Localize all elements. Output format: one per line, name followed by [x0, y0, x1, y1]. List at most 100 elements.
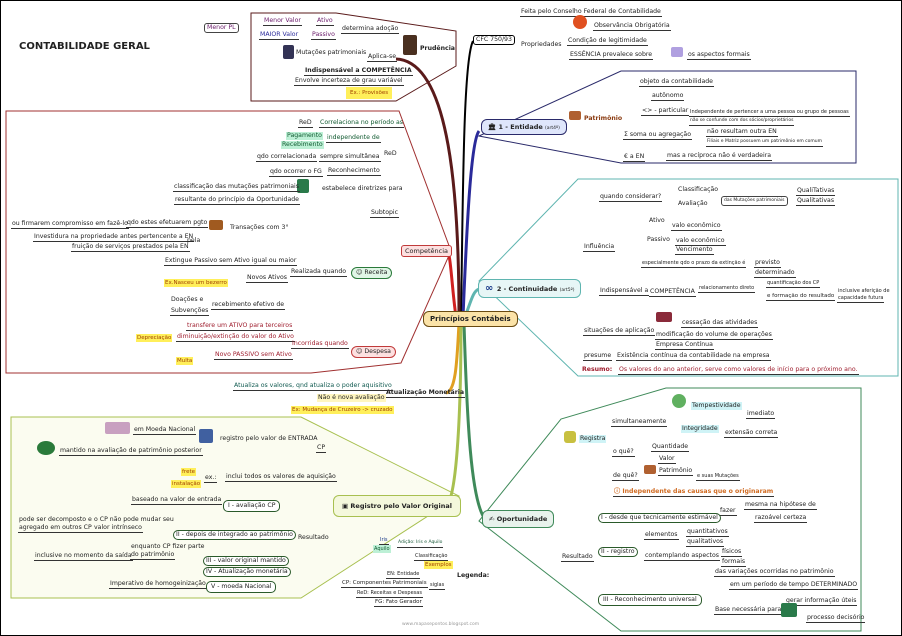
- node[interactable]: Patrimônio: [584, 115, 623, 122]
- node[interactable]: Base necessária para: [714, 606, 783, 615]
- node[interactable]: Avaliação: [678, 200, 708, 207]
- node[interactable]: Transações com 3°: [230, 224, 289, 231]
- node[interactable]: Aplica-se: [367, 53, 398, 62]
- node[interactable]: valo econômico: [675, 237, 726, 246]
- node[interactable]: Incorridas quando: [291, 340, 349, 349]
- node[interactable]: Independente de pertencer a uma pessoa o…: [689, 109, 850, 117]
- node[interactable]: qualitativos: [686, 538, 725, 547]
- node[interactable]: Quantidade: [651, 443, 690, 452]
- node[interactable]: determina adoção: [341, 25, 400, 34]
- node[interactable]: Patrimônio: [658, 467, 694, 476]
- node[interactable]: Investidura na propriedade antes pertenc…: [33, 233, 195, 242]
- cfc-node[interactable]: CFC 750/93: [473, 35, 515, 45]
- node[interactable]: Resultado: [561, 553, 594, 562]
- node[interactable]: <> - particular: [641, 107, 690, 116]
- node[interactable]: físicos: [721, 548, 743, 557]
- node[interactable]: Correlaciona no período as: [319, 119, 405, 128]
- node[interactable]: previsto: [754, 259, 781, 268]
- node[interactable]: qdo correlacionada: [256, 153, 318, 162]
- node[interactable]: ex.:: [204, 474, 218, 483]
- node[interactable]: qdo ocorrer o FG: [269, 168, 323, 177]
- node[interactable]: Influência: [583, 243, 616, 252]
- node[interactable]: Tempestividade: [691, 402, 742, 410]
- node[interactable]: sempre simultânea: [319, 153, 381, 162]
- node[interactable]: quantificação dos CP: [766, 280, 821, 288]
- node[interactable]: formais: [721, 558, 747, 567]
- node[interactable]: Condição de legitimidade: [567, 37, 648, 46]
- node[interactable]: não se confunde com dos sócios/proprietá…: [689, 117, 795, 126]
- node[interactable]: quando considerar?: [599, 193, 663, 202]
- node[interactable]: elementos: [644, 531, 679, 540]
- node[interactable]: mantido na avaliação de patrimônio poste…: [59, 447, 203, 456]
- node[interactable]: mas a recíproca não é verdadeira: [666, 152, 773, 161]
- node[interactable]: especialmente qdo o prazo da extinção é: [641, 260, 747, 268]
- node[interactable]: Pagamento: [286, 132, 323, 140]
- node[interactable]: gerar informação úteis: [785, 597, 858, 606]
- node[interactable]: Realizada quando: [290, 268, 348, 277]
- node[interactable]: contemplando aspectos: [644, 552, 720, 561]
- node[interactable]: modificação do volume de operações: [655, 331, 773, 340]
- node[interactable]: enquanto CP fizer parte: [131, 543, 205, 550]
- node[interactable]: Extingue Passivo sem Ativo igual ou maio…: [164, 257, 298, 266]
- node[interactable]: QualiTativas: [796, 187, 836, 196]
- node[interactable]: Envolve incerteza de grau variável: [294, 77, 404, 86]
- node[interactable]: III - valor original mantido: [203, 556, 289, 566]
- node[interactable]: Recebimento: [281, 141, 324, 149]
- node[interactable]: Doações e: [171, 296, 204, 303]
- node[interactable]: Imperativo de homogeinização: [109, 580, 207, 589]
- node[interactable]: e formação do resultado: [766, 293, 836, 301]
- node[interactable]: CP: [316, 444, 327, 453]
- node[interactable]: não resultam outra EN: [706, 128, 778, 137]
- example-tag[interactable]: Ex: Mudança de Cruzeiro -> cruzado: [291, 406, 394, 414]
- node[interactable]: agregado em outros CP: [18, 524, 93, 533]
- node[interactable]: simultaneamente: [611, 418, 668, 427]
- competencia-node[interactable]: Competência: [401, 245, 453, 257]
- node[interactable]: I - desde que tecnicamente estimável: [598, 513, 721, 523]
- node[interactable]: ReD: [298, 119, 313, 128]
- continuidade-node[interactable]: ∞ 2 - Continuidade (art5º): [478, 279, 582, 298]
- node[interactable]: capacidade futura: [837, 295, 885, 303]
- node[interactable]: ReD: [384, 150, 397, 157]
- despesa-node[interactable]: ☺ Despesa: [351, 346, 396, 358]
- menor-pl-node[interactable]: Menor PL: [204, 23, 239, 33]
- node[interactable]: III - Reconhecimento universal: [598, 594, 702, 606]
- node[interactable]: II - depois de integrado ao patrimônio: [173, 530, 296, 540]
- node[interactable]: Passivo: [647, 236, 670, 243]
- node[interactable]: situações de aplicação: [583, 327, 656, 336]
- node[interactable]: inclusive no momento da saída: [34, 552, 133, 561]
- node[interactable]: transfere um ATIVO para terceiros: [186, 322, 294, 331]
- oportunidade-node[interactable]: ✍ Oportunidade: [482, 510, 555, 528]
- node[interactable]: Observância Obrigatória: [593, 22, 671, 31]
- node[interactable]: pode ser decomposto e: [19, 516, 92, 523]
- example-tag[interactable]: Multa: [176, 357, 194, 365]
- registro-node[interactable]: ▣ Registro pelo Valor Original: [333, 495, 461, 517]
- node[interactable]: Reconhecimento: [327, 167, 381, 176]
- node[interactable]: Indispensável a COMPETÊNCIA: [304, 67, 413, 76]
- node[interactable]: Σ soma ou agregação: [623, 131, 692, 140]
- node[interactable]: Novos Ativos: [246, 274, 288, 283]
- example-tag[interactable]: instalação: [171, 480, 202, 488]
- node[interactable]: Empresa Contínua: [655, 341, 714, 350]
- node[interactable]: quantitativos: [686, 528, 729, 537]
- node[interactable]: independente de: [326, 134, 381, 143]
- node[interactable]: processo decisório: [806, 614, 866, 623]
- node[interactable]: o CP não pode mudar seu: [94, 516, 174, 523]
- node[interactable]: razoável certeza: [754, 514, 808, 523]
- example-tag[interactable]: frete: [181, 468, 197, 476]
- node[interactable]: Passivo: [311, 31, 336, 40]
- node[interactable]: presume: [583, 352, 613, 361]
- node[interactable]: € a EN: [623, 153, 646, 162]
- node[interactable]: IV - Atualização monetária: [203, 567, 291, 577]
- node[interactable]: Mutações patrimoniais: [296, 49, 367, 56]
- node[interactable]: inclui todos os valores de aquisição: [225, 473, 337, 482]
- node[interactable]: recebimento efetivo de: [211, 301, 286, 310]
- node[interactable]: Existência contínua da contabilidade na …: [616, 352, 771, 361]
- node[interactable]: Filiais e Matriz possuem um patrimônio e…: [706, 138, 824, 147]
- node[interactable]: Ativo: [649, 217, 665, 224]
- node[interactable]: estabelece diretrizes para: [322, 185, 403, 192]
- node[interactable]: Menor Valor: [263, 17, 302, 26]
- node[interactable]: Valor: [658, 455, 676, 464]
- node[interactable]: Feita pelo Conselho Federal de Contabili…: [520, 8, 662, 17]
- node[interactable]: ou firmarem compromisso em fazê-lo: [11, 220, 129, 229]
- central-node[interactable]: Princípios Contábeis: [423, 311, 518, 327]
